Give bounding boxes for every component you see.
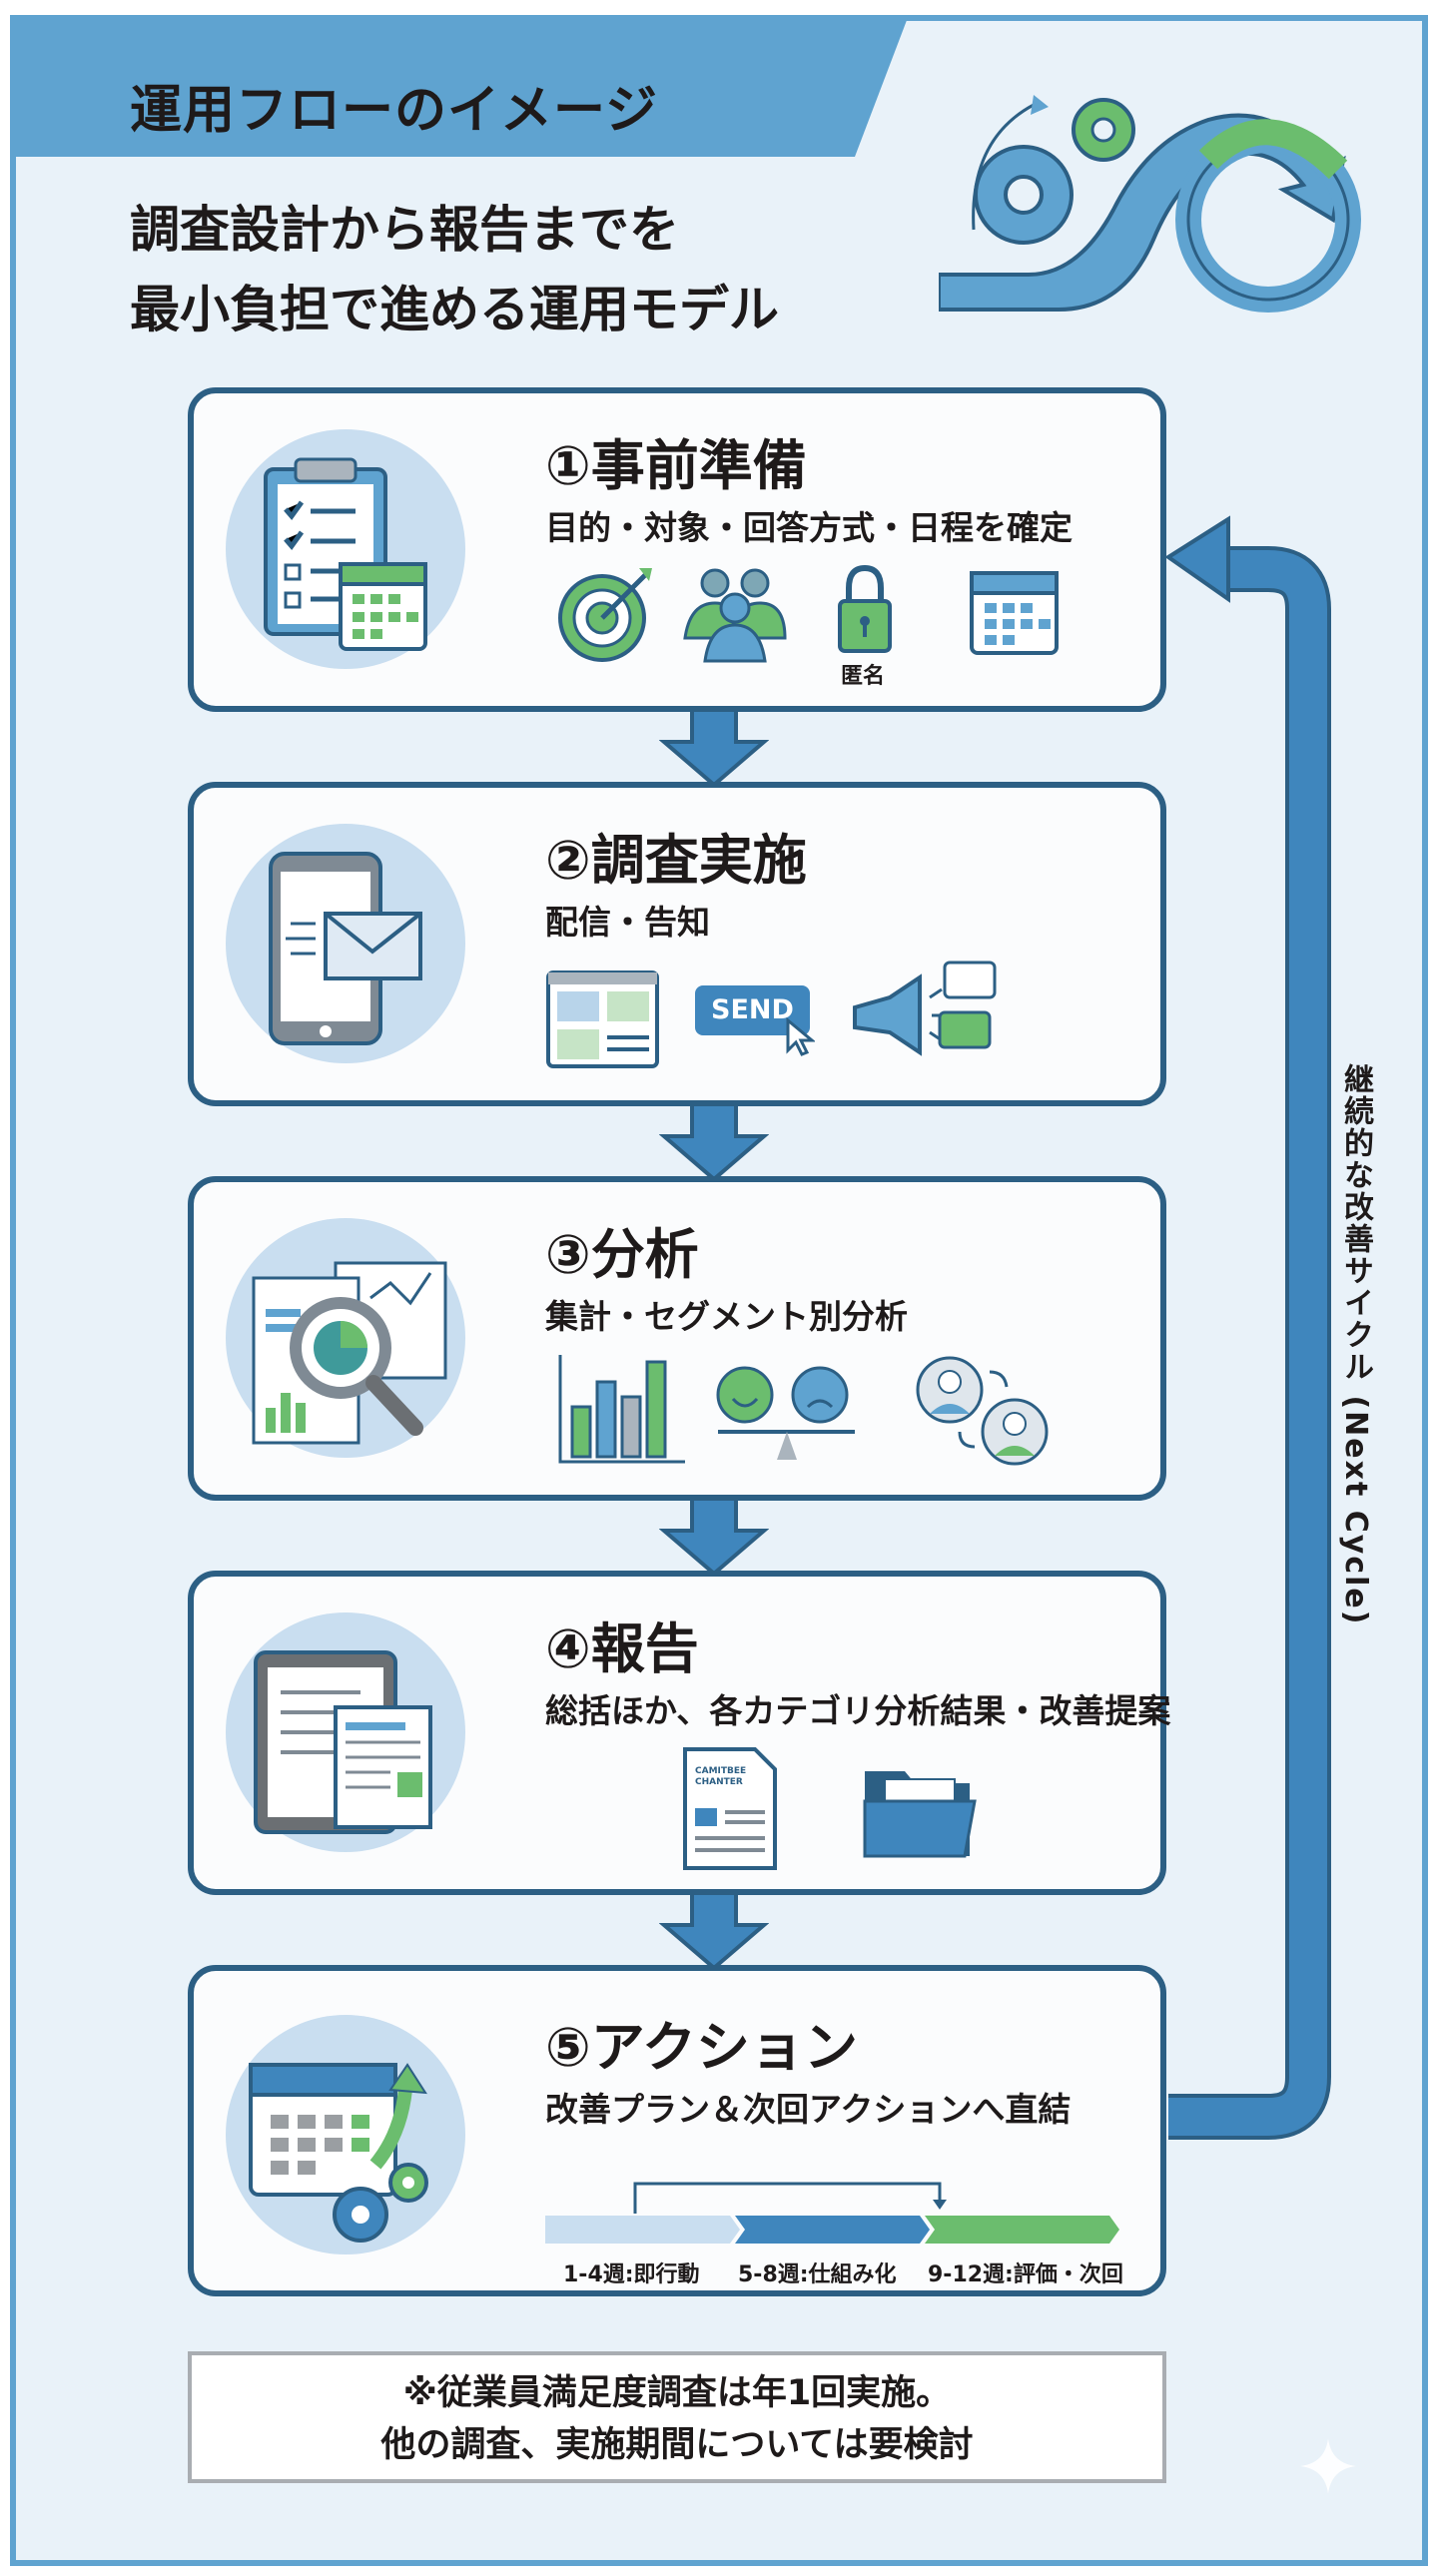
step-card-3: ③分析 集計・セグメント別分析 <box>188 1176 1166 1501</box>
people-icon <box>683 568 787 663</box>
step-description: 目的・対象・回答方式・日程を確定 <box>545 508 1073 547</box>
step-card-5: ⑤アクション 改善プラン＆次回アクションへ直結 1-4週:即行動 5-8週:仕組… <box>188 1965 1166 2296</box>
step-card-1: ①事前準備 目的・対象・回答方式・日程を確定 匿名 <box>188 387 1166 712</box>
step-card-2: ②調査実施 配信・告知 SEND <box>188 782 1166 1106</box>
target-icon <box>558 568 652 662</box>
timeline-label-2: 5-8週:仕組み化 <box>738 2262 897 2287</box>
calendar-growth-icon <box>226 2015 465 2254</box>
step-title: ④報告 <box>545 1617 699 1680</box>
timeline-label-1: 1-4週:即行動 <box>563 2262 700 2287</box>
document-label: CAMITBEE CHANTER <box>695 1766 747 1787</box>
web-form-icon <box>546 970 659 1068</box>
step-description: 総括ほか、各カテゴリ分析結果・改善提案 <box>545 1691 1171 1730</box>
timeline-label-3: 9-12週:評価・次回 <box>928 2262 1123 2287</box>
anonymous-label: 匿名 <box>841 664 886 689</box>
clipboard-calendar-icon <box>226 429 465 669</box>
timeline-phase-1 <box>545 2216 740 2244</box>
step-description: 改善プラン＆次回アクションへ直結 <box>545 2090 1072 2129</box>
timeline-phase-2 <box>735 2216 930 2244</box>
step-description: 配信・告知 <box>545 903 710 942</box>
step-title: ③分析 <box>545 1223 699 1286</box>
lock-icon <box>838 564 892 653</box>
down-arrow-1 <box>659 707 769 787</box>
bar-chart-icon <box>558 1355 685 1464</box>
page-title: 運用フローのイメージ <box>130 81 658 141</box>
step-title: ⑤アクション <box>545 2016 859 2079</box>
down-arrow-4 <box>659 1890 769 1970</box>
cycle-label: 継続的な改善サイクル (Next Cycle) <box>1338 1063 1373 1626</box>
subtitle-line-1: 調査設計から報告までを <box>130 201 679 259</box>
folder-icon <box>863 1771 977 1858</box>
phone-mail-icon <box>226 824 465 1063</box>
step-title: ①事前準備 <box>545 434 807 497</box>
down-arrow-3 <box>659 1496 769 1576</box>
tablet-report-icon <box>226 1612 465 1852</box>
satisfaction-scale-icon <box>716 1366 855 1460</box>
sparkle-icon <box>1300 2438 1356 2494</box>
note-line-2: 他の調査、実施期間については要検討 <box>380 2425 974 2465</box>
subtitle-line-2: 最小負担で進める運用モデル <box>130 281 779 338</box>
person-swap-icon <box>916 1356 1049 1466</box>
title-band <box>10 15 909 157</box>
note-line-1: ※従業員満足度調査は年1回実施。 <box>402 2373 952 2413</box>
gear-cycle-icon <box>939 95 1361 313</box>
timeline-phase-3 <box>925 2216 1119 2244</box>
note-box: ※従業員満足度調査は年1回実施。 他の調査、実施期間については要検討 <box>188 2351 1166 2483</box>
page-subtitle: 調査設計から報告までを 最小負担で進める運用モデル <box>130 190 779 349</box>
timeline-bar <box>545 2182 1119 2244</box>
down-arrow-2 <box>659 1101 769 1181</box>
step-card-4: ④報告 総括ほか、各カテゴリ分析結果・改善提案 CAMITBEE CHANTER <box>188 1571 1170 1895</box>
cursor-icon <box>786 1017 815 1056</box>
document-icon <box>683 1747 777 1870</box>
step-description: 集計・セグメント別分析 <box>545 1297 908 1336</box>
next-cycle-loop-arrow <box>1164 515 1331 2140</box>
calendar-icon <box>970 571 1059 655</box>
megaphone-chat-icon <box>853 961 997 1056</box>
magnifier-report-icon <box>226 1218 465 1458</box>
step-title: ②調査実施 <box>545 829 807 892</box>
